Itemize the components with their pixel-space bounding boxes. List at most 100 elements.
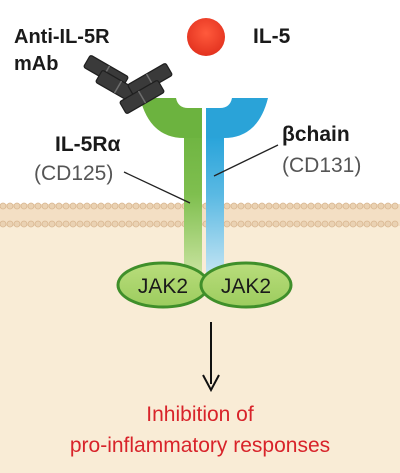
phospholipid-head: [342, 202, 350, 210]
phospholipid-head: [335, 202, 343, 210]
phospholipid-head: [0, 220, 7, 228]
phospholipid-head: [265, 220, 273, 228]
phospholipid-head: [62, 202, 70, 210]
phospholipid-head: [69, 220, 77, 228]
phospholipid-head: [349, 202, 357, 210]
phospholipid-head: [160, 220, 168, 228]
jak2-right-ellipse: [199, 261, 293, 309]
phospholipid-head: [132, 220, 140, 228]
phospholipid-head: [279, 220, 287, 228]
phospholipid-head: [377, 220, 385, 228]
phospholipid-head: [321, 202, 329, 210]
phospholipid-head: [307, 202, 315, 210]
phospholipid-head: [20, 202, 28, 210]
phospholipid-head: [335, 220, 343, 228]
phospholipid-head: [83, 220, 91, 228]
phospholipid-head: [174, 202, 182, 210]
phospholipid-head: [90, 220, 98, 228]
phospholipid-head: [41, 202, 49, 210]
phospholipid-head: [13, 202, 21, 210]
il5-label: IL-5: [253, 25, 291, 48]
phospholipid-head: [139, 220, 147, 228]
phospholipid-head: [223, 220, 231, 228]
phospholipid-head: [293, 202, 301, 210]
phospholipid-head: [286, 202, 294, 210]
phospholipid-head: [251, 202, 259, 210]
phospholipid-head: [104, 202, 112, 210]
phospholipid-head: [237, 220, 245, 228]
phospholipid-head: [314, 220, 322, 228]
phospholipid-head: [244, 220, 252, 228]
phospholipid-head: [265, 202, 273, 210]
phospholipid-head: [146, 220, 154, 228]
phospholipid-head: [349, 220, 357, 228]
phospholipid-head: [167, 202, 175, 210]
phospholipid-head: [279, 202, 287, 210]
phospholipid-head: [244, 202, 252, 210]
phospholipid-head: [272, 202, 280, 210]
alpha-chain-cd: (CD125): [34, 162, 114, 185]
phospholipid-head: [314, 202, 322, 210]
phospholipid-head: [111, 220, 119, 228]
phospholipid-head: [377, 202, 385, 210]
phospholipid-head: [62, 220, 70, 228]
phospholipid-head: [48, 202, 56, 210]
beta-leader-line: [213, 144, 279, 177]
phospholipid-head: [6, 202, 14, 210]
phospholipid-head: [223, 202, 231, 210]
phospholipid-head: [90, 202, 98, 210]
phospholipid-head: [363, 202, 371, 210]
phospholipid-head: [328, 202, 336, 210]
phospholipid-head: [356, 220, 364, 228]
phospholipid-head: [139, 202, 147, 210]
phospholipid-head: [237, 202, 245, 210]
phospholipid-head: [363, 220, 371, 228]
phospholipid-head: [258, 220, 266, 228]
phospholipid-head: [391, 220, 399, 228]
phospholipid-head: [55, 220, 63, 228]
phospholipid-head: [76, 202, 84, 210]
phospholipid-head: [342, 220, 350, 228]
phospholipid-head: [6, 220, 14, 228]
phospholipid-head: [118, 202, 126, 210]
antibody-label-line1: Anti-IL-5R: [14, 26, 110, 48]
down-arrow-icon: [202, 322, 220, 393]
phospholipid-head: [321, 220, 329, 228]
phospholipid-head: [356, 202, 364, 210]
phospholipid-head: [13, 220, 21, 228]
jak2-left-label: JAK2: [138, 275, 188, 298]
alpha-chain-name: IL-5Rα: [55, 133, 121, 156]
phospholipid-head: [370, 220, 378, 228]
phospholipid-head: [41, 220, 49, 228]
phospholipid-head: [118, 220, 126, 228]
il5-ligand-ball: [187, 18, 225, 56]
phospholipid-head: [104, 220, 112, 228]
phospholipid-head: [125, 220, 133, 228]
phospholipid-head: [384, 220, 392, 228]
phospholipid-head: [125, 202, 133, 210]
phospholipid-head: [132, 202, 140, 210]
phospholipid-head: [48, 220, 56, 228]
outcome-line1: Inhibition of: [146, 403, 254, 426]
il5r-alpha-chain: [140, 98, 202, 281]
phospholipid-head: [384, 202, 392, 210]
phospholipid-head: [272, 220, 280, 228]
phospholipid-head: [286, 220, 294, 228]
phospholipid-head: [20, 220, 28, 228]
phospholipid-head: [55, 202, 63, 210]
phospholipid-head: [251, 220, 259, 228]
phospholipid-head: [174, 220, 182, 228]
phospholipid-head: [370, 202, 378, 210]
phospholipid-head: [230, 220, 238, 228]
phospholipid-head: [69, 202, 77, 210]
phospholipid-head: [111, 202, 119, 210]
phospholipid-head: [258, 202, 266, 210]
phospholipid-head: [300, 202, 308, 210]
alpha-leader-line: [123, 171, 191, 204]
phospholipid-head: [34, 220, 42, 228]
phospholipid-head: [83, 202, 91, 210]
anti-il5r-antibody: [83, 55, 173, 114]
phospholipid-head: [307, 220, 315, 228]
